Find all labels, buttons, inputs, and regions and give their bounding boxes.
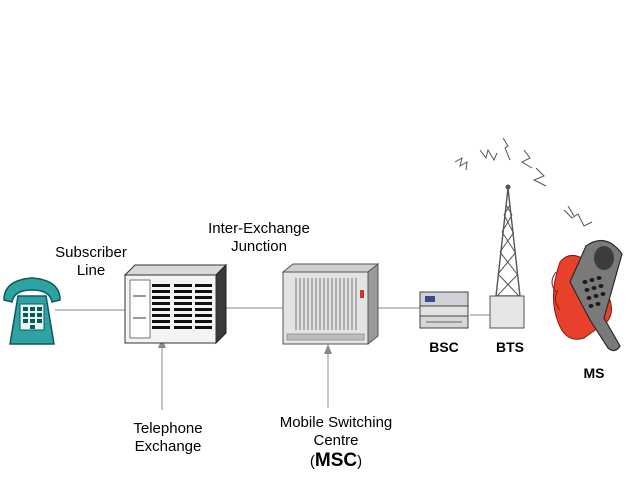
telephone-exchange-label-line1: Telephone — [133, 420, 203, 437]
ms-label: MS — [583, 365, 605, 381]
connection-lines — [55, 307, 490, 410]
msc-rack-icon — [281, 262, 380, 346]
msc-name-label-line2: Centre — [313, 432, 359, 449]
telephone-exchange-label: Telephone Exchange — [118, 420, 218, 456]
telephone-exchange-label-line2: Exchange — [134, 438, 202, 455]
msc-abbreviation-label: (MSC) — [296, 450, 376, 471]
msc-open-paren: ( — [309, 453, 315, 470]
inter-exchange-junction-label-line1: Inter-Exchange — [208, 220, 310, 237]
msc-close-paren: ) — [357, 453, 363, 470]
subscriber-line-label-line2: Line — [76, 262, 106, 279]
bsc-label: BSC — [429, 339, 459, 355]
msc-arrowhead — [324, 344, 332, 354]
inter-exchange-junction-label: Inter-Exchange Junction — [198, 220, 320, 256]
msc-name-label-line1: Mobile Switching — [279, 414, 393, 431]
bsc-unit-icon — [419, 291, 469, 329]
mobile-station-icon — [551, 239, 623, 352]
telephone-exchange-icon — [123, 263, 228, 345]
radio-waves-icon — [454, 137, 593, 227]
msc-name-label: Mobile Switching Centre — [266, 414, 406, 450]
bts-label: BTS — [496, 339, 524, 355]
telephone-icon — [3, 277, 61, 345]
subscriber-line-label: Subscriber Line — [50, 244, 132, 280]
subscriber-line-label-line1: Subscriber — [55, 244, 127, 261]
bts-tower-icon — [489, 184, 525, 329]
inter-exchange-junction-label-line2: Junction — [231, 238, 287, 255]
msc-abbr-text: MSC — [314, 450, 358, 471]
